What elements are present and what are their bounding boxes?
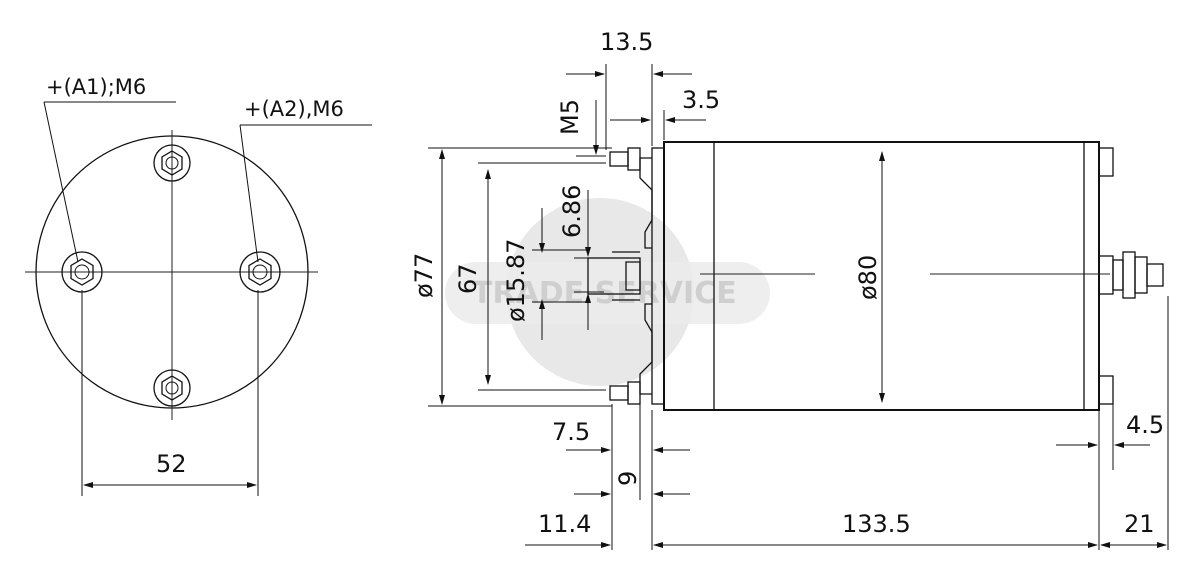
top-offset-dimension: 13.5 [600,28,653,56]
terminal-a2 [239,251,281,293]
bolt-spacing-dimension: 52 [156,450,187,478]
side-view: ø80 ø77 67 ø15.87 6.86 M5 13.5 [410,28,1169,550]
terminal-a1-label: +(A1);M6 [46,75,146,99]
dimension-7-5: 7.5 [552,418,590,446]
flange-diameter-dimension: ø77 [410,253,438,298]
rear-terminal [1098,251,1164,299]
front-flange [587,147,665,405]
pilot-dimension: 67 [454,263,482,294]
flange-gap-dimension: 3.5 [682,86,720,114]
body-diameter-dimension: ø80 [854,255,882,300]
dimension-11-4: 11.4 [538,510,591,538]
key-dimension: 6.86 [558,185,586,238]
shaft-diameter-dimension: ø15.87 [502,239,530,322]
dimension-4-5: 4.5 [1126,411,1164,439]
body-length-dimension: 133.5 [842,510,911,538]
rear-dimension: 21 [1124,510,1155,538]
dimension-9: 9 [614,471,642,486]
bolt-top [153,144,191,182]
terminal-a2-label: +(A2),M6 [244,97,344,121]
thread-dimension: M5 [556,99,584,135]
end-view: +(A1);M6 +(A2),M6 52 [25,75,372,496]
bolt-bottom [153,369,191,407]
watermark: TRADE SERVICE [445,198,770,386]
